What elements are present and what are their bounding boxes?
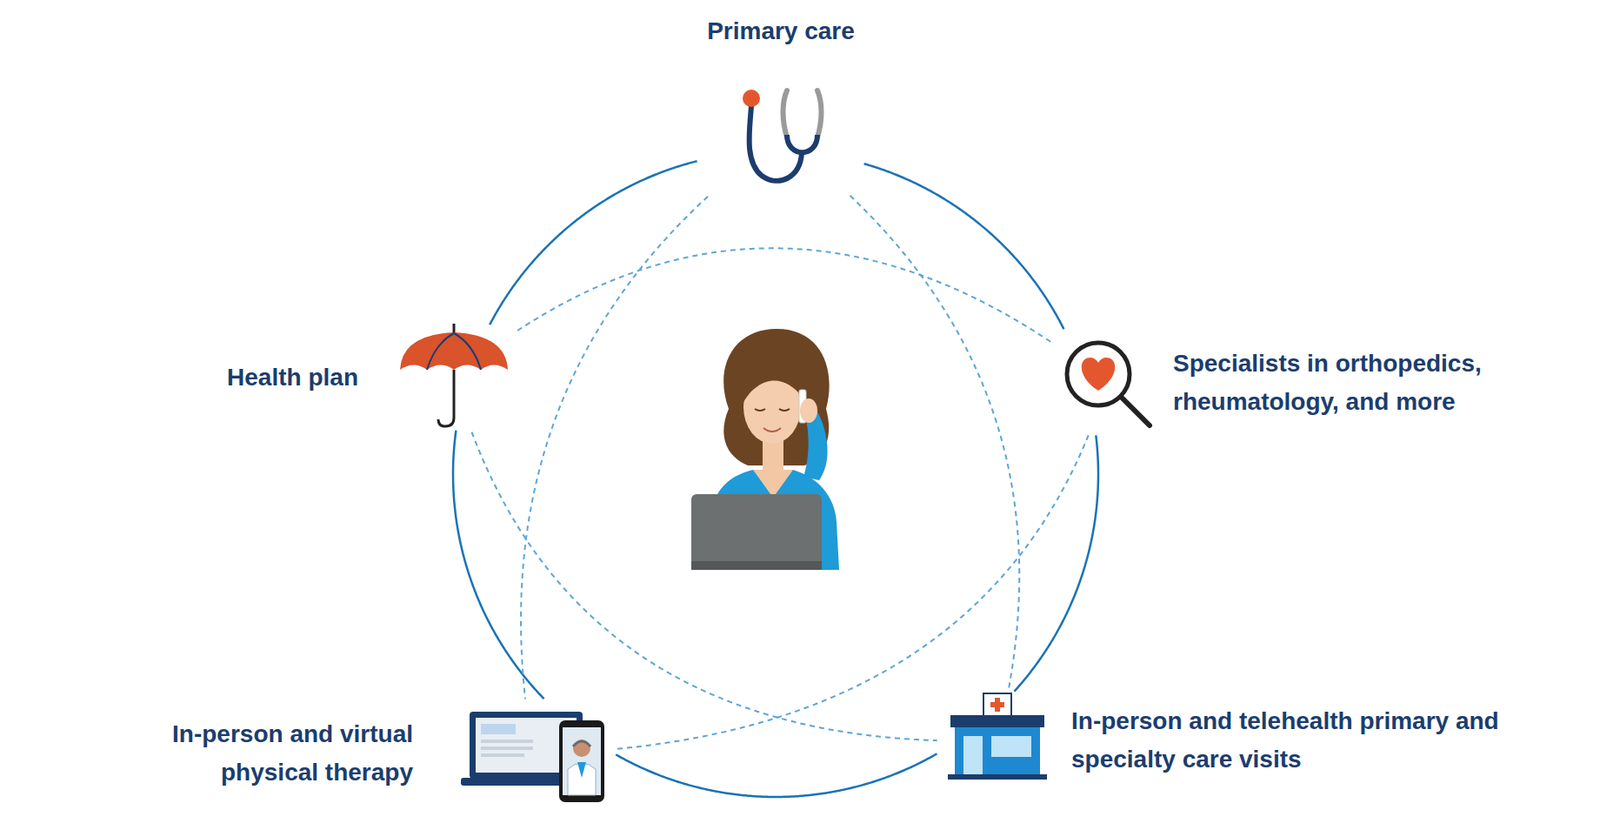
icon-slot — [460, 707, 607, 799]
dashed-connector — [517, 247, 1052, 342]
node-label-group: Health plan — [97, 358, 359, 397]
node-label: Primary care — [706, 12, 855, 51]
laptop-phone-icon — [460, 711, 605, 802]
icon-slot — [400, 333, 508, 421]
dashed-connector — [520, 196, 708, 700]
care-coordinator-figure — [691, 328, 840, 570]
care-node: Primary care — [706, 12, 855, 187]
node-label: In-person and virtual physical therapy — [100, 714, 414, 792]
node-label-group: Specialists in orthopedics, rheumatology… — [1173, 344, 1574, 421]
care-node: Health plan — [97, 333, 508, 421]
care-node: In-person and telehealth primary and spe… — [946, 700, 1507, 780]
node-label-group: Primary care — [706, 12, 855, 51]
node-label: Health plan — [97, 358, 359, 397]
node-label-group: In-person and telehealth primary and spe… — [1071, 701, 1507, 779]
dashed-connector — [850, 195, 1020, 692]
ring-connector — [453, 430, 545, 700]
node-label-group: In-person and virtual physical therapy — [100, 714, 414, 792]
ring-connector — [864, 163, 1065, 329]
dashed-connector — [614, 434, 1088, 749]
ring-connector — [1013, 434, 1099, 691]
connector-group — [453, 160, 1099, 797]
ring-connector — [489, 160, 697, 325]
node-label: In-person and telehealth primary and spe… — [1071, 701, 1507, 779]
icon-slot — [946, 700, 1049, 780]
magnifier-heart-icon — [1066, 342, 1150, 426]
clinic-building-icon — [947, 693, 1047, 780]
icon-slot — [1060, 339, 1154, 427]
umbrella-icon — [400, 323, 508, 427]
ring-connector — [615, 753, 937, 797]
icon-slot — [733, 88, 829, 187]
care-node: Specialists in orthopedics, rheumatology… — [1060, 339, 1574, 427]
stethoscope-icon — [742, 89, 822, 181]
care-node: In-person and virtual physical therapy — [100, 707, 607, 799]
dashed-connector — [471, 432, 937, 741]
node-label: Specialists in orthopedics, rheumatology… — [1173, 344, 1574, 421]
